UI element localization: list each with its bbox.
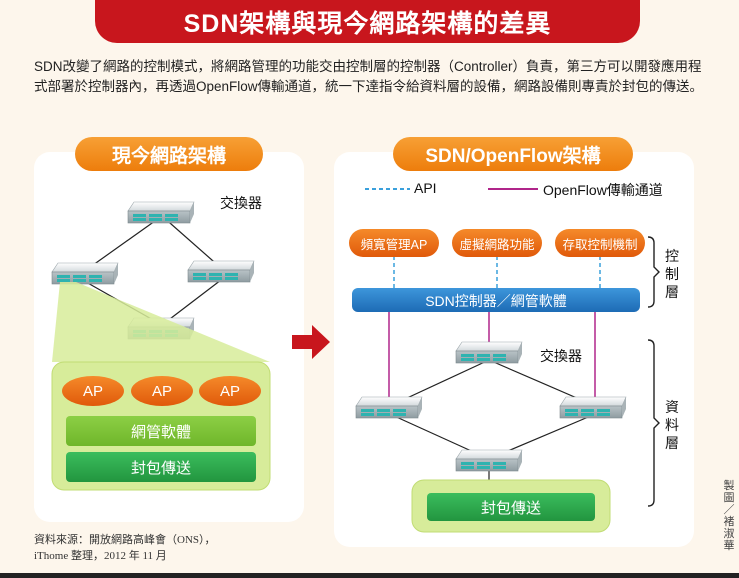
right-switch-right bbox=[559, 396, 627, 419]
left-ap-1: AP bbox=[62, 376, 124, 406]
sdn-controller-label: SDN控制器／網管軟體 bbox=[425, 293, 567, 309]
page-title: SDN架構與現今網路架構的差異 bbox=[95, 0, 640, 43]
credit-note: 製圖／褚淑華 bbox=[723, 480, 735, 552]
left-zoom-cone bbox=[52, 282, 270, 362]
app-access-control: 存取控制機制 bbox=[555, 229, 645, 257]
intro-paragraph: SDN改變了網路的控制模式，將網路管理的功能交由控制層的控制器（Controll… bbox=[34, 59, 704, 94]
right-switch-left bbox=[355, 396, 423, 419]
right-panel-title: SDN/OpenFlow架構 bbox=[393, 137, 633, 171]
transition-arrow-icon bbox=[292, 325, 330, 359]
api-lines bbox=[393, 256, 601, 288]
bottom-rule bbox=[0, 573, 739, 578]
source-note: 資料來源：開放網路高峰會（ONS）， iThome 整理，2012 年 11 月 bbox=[34, 534, 216, 562]
legend-api-label: API bbox=[414, 180, 437, 196]
right-switch-top bbox=[455, 341, 523, 364]
left-switch-label: 交換器 bbox=[220, 195, 262, 211]
left-ap-3: AP bbox=[199, 376, 261, 406]
app-bandwidth-management: 頻寬管理AP bbox=[349, 229, 439, 257]
left-panel-title: 現今網路架構 bbox=[75, 137, 263, 171]
right-packet-forwarding: 封包傳送 bbox=[427, 493, 595, 521]
layer-brackets bbox=[647, 236, 660, 507]
control-layer-label: 控制層 bbox=[665, 248, 679, 300]
legend-openflow-label: OpenFlow傳輸通道 bbox=[543, 182, 663, 198]
right-legend bbox=[365, 188, 538, 190]
left-packet-forwarding: 封包傳送 bbox=[66, 452, 256, 482]
left-ap-2: AP bbox=[131, 376, 193, 406]
app-virtual-network: 虛擬網路功能 bbox=[452, 229, 542, 257]
right-switch-bottom bbox=[455, 449, 523, 472]
openflow-lines bbox=[388, 312, 596, 398]
left-mgmt-software: 網管軟體 bbox=[66, 416, 256, 446]
right-switch-label: 交換器 bbox=[540, 348, 582, 364]
data-layer-label: 資料層 bbox=[665, 399, 679, 451]
